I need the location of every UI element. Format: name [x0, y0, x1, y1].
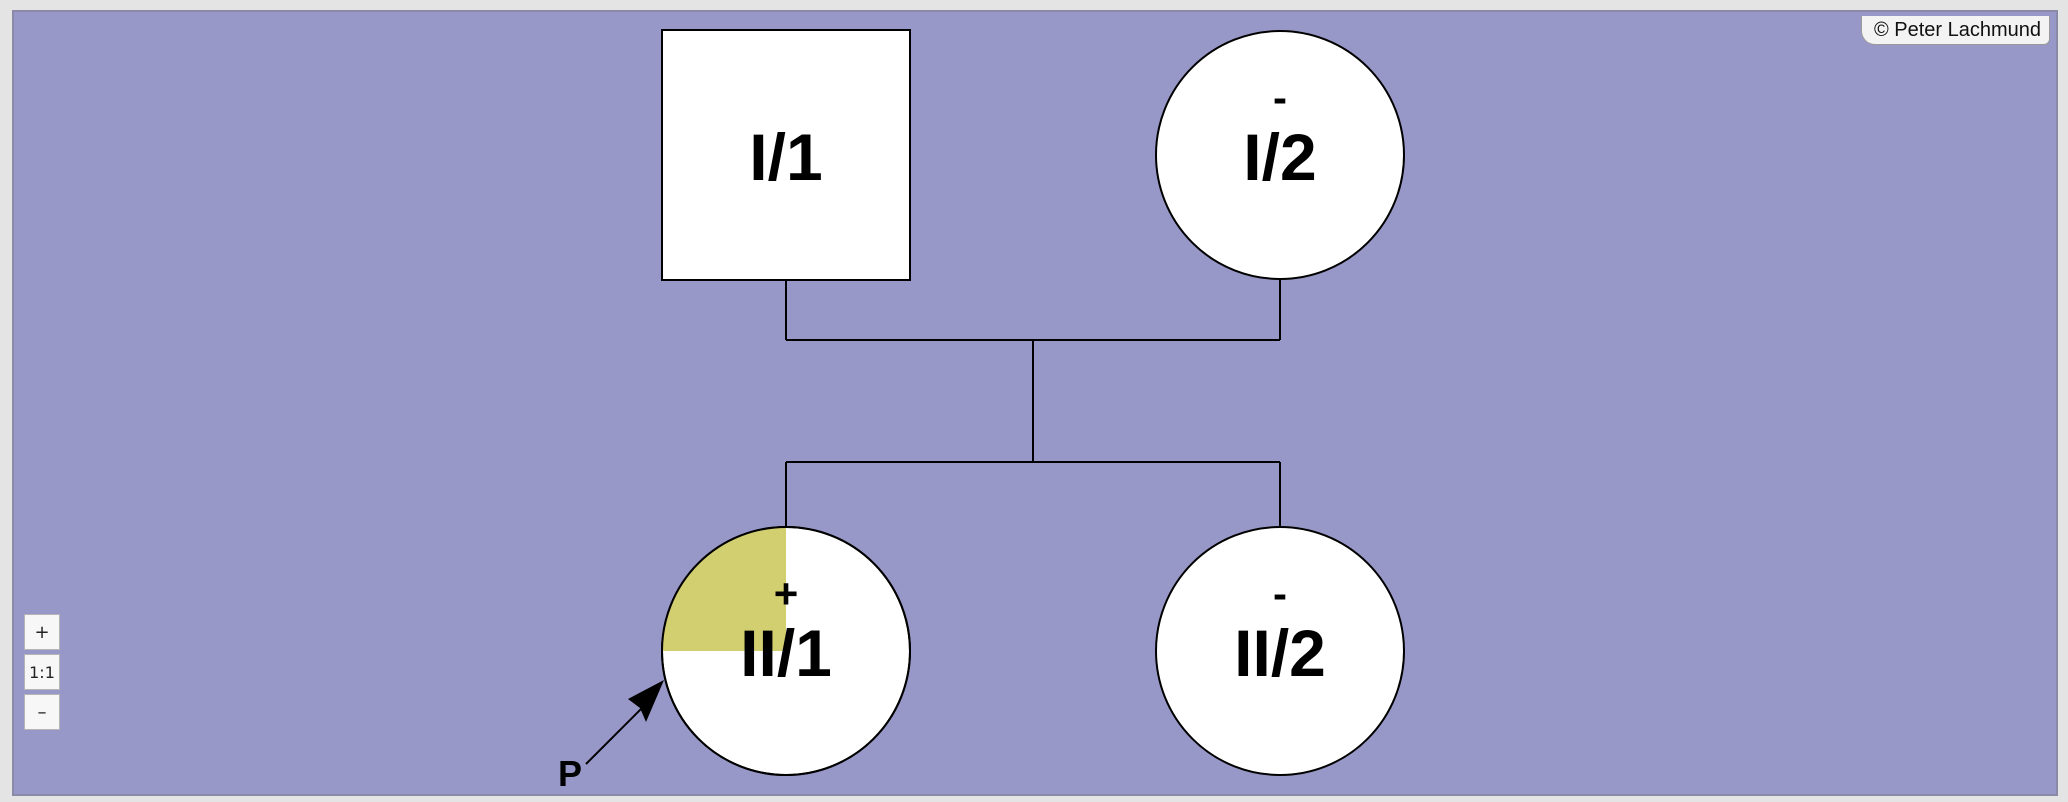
proband-arrow-head-icon: [628, 680, 664, 722]
individual-ii1-status: +: [774, 570, 799, 617]
female-symbol[interactable]: [1155, 526, 1405, 776]
proband-arrow-shaft: [585, 699, 651, 765]
proband-marker: P: [558, 680, 664, 794]
pedigree-canvas[interactable]: I/1 - I/2 + II/1 - II/2: [12, 10, 2058, 796]
individual-i1[interactable]: I/1: [661, 29, 911, 281]
female-symbol-outline: [661, 526, 911, 776]
individual-ii2-label: II/2: [1234, 616, 1326, 690]
zoom-in-button[interactable]: +: [24, 614, 60, 650]
individual-ii2[interactable]: - II/2: [1155, 526, 1405, 776]
individual-i2-status: -: [1273, 74, 1287, 121]
individual-ii1[interactable]: + II/1: [661, 526, 911, 776]
pedigree-chart: I/1 - I/2 + II/1 - II/2: [558, 29, 1405, 794]
copyright-tab: © Peter Lachmund: [1860, 16, 2050, 45]
individual-ii2-status: -: [1273, 570, 1287, 617]
male-symbol[interactable]: [661, 29, 911, 281]
individual-i2-label: I/2: [1243, 120, 1316, 194]
female-symbol[interactable]: [1155, 30, 1405, 280]
individual-i1-label: I/1: [749, 120, 822, 194]
zoom-reset-button[interactable]: 1:1: [24, 654, 60, 690]
copyright-text: © Peter Lachmund: [1873, 19, 2041, 41]
individual-i2[interactable]: - I/2: [1155, 30, 1405, 280]
individual-ii1-label: II/1: [740, 616, 832, 690]
proband-label: P: [558, 753, 582, 794]
affected-quadrant: [662, 527, 786, 651]
relationship-lines: [785, 280, 1281, 526]
zoom-out-button[interactable]: –: [24, 694, 60, 730]
